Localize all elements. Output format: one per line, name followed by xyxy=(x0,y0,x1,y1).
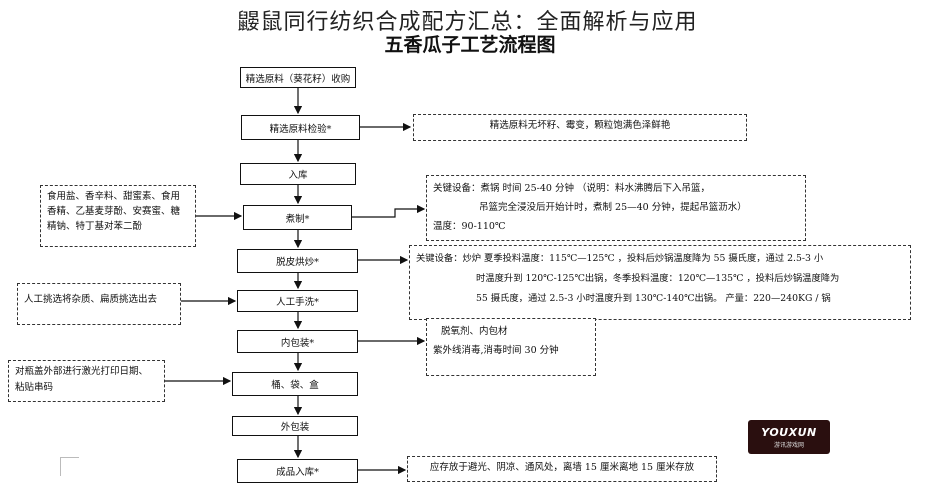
logo-tagline: 游讯游戏网 xyxy=(773,441,804,449)
side-arrow xyxy=(352,204,426,218)
step-outer-packing: 外包装 xyxy=(232,416,358,436)
note-ingredients: 食用盐、香辛料、甜蜜素、食用 香精、乙基麦芽酚、安赛蜜、糖 精钠、特丁基对苯二酚 xyxy=(40,185,196,247)
overlay-title: 鼹鼠同行纺织合成配方汇总：全面解析与应用 xyxy=(237,10,698,35)
note-roasting: 关键设备：炒炉 夏季投料温度：115℃—125℃ ，投料后炒锅温度降为 55 摄… xyxy=(409,245,911,320)
note-packing: 脱氧剂、内包材 紫外线消毒,消毒时间 30 分钟 xyxy=(426,318,596,376)
note-line: 关键设备：煮锅 时间 25-40 分钟 （说明：料水沸腾后下入吊篮， xyxy=(433,183,710,194)
step-cooking: 煮制* xyxy=(243,205,352,230)
note-line: 紫外线消毒,消毒时间 30 分钟 xyxy=(433,345,559,356)
note-cooking: 关键设备：煮锅 时间 25-40 分钟 （说明：料水沸腾后下入吊篮， 吊篮完全浸… xyxy=(426,175,806,241)
step-raw-material-inspection: 精选原料检验* xyxy=(241,115,360,140)
note-line: 脱氧剂、内包材 xyxy=(441,326,508,337)
note-line: 55 摄氏度，通过 2.5-3 小时温度升到 130℃-140℃出锅。 产量：2… xyxy=(476,293,831,304)
note-line: 对瓶盖外部进行激光打印日期、 xyxy=(15,366,149,377)
flowchart-title: 五香瓜子工艺流程图 xyxy=(384,34,556,56)
step-roasting: 脱皮烘炒* xyxy=(237,249,358,273)
step-finished-storage: 成品入库* xyxy=(237,459,358,483)
note-line: 食用盐、香辛料、甜蜜素、食用 xyxy=(47,191,181,202)
step-raw-material-purchase: 精选原料（葵花籽）收购 xyxy=(240,67,356,88)
step-containers: 桶、袋、盒 xyxy=(232,372,358,396)
step-storage-in: 入库 xyxy=(240,163,356,185)
corner-mark xyxy=(60,457,79,476)
note-line: 吊篮完全浸没后开始计时，煮制 25—40 分钟，提起吊篮沥水） xyxy=(479,202,747,213)
note-inspection: 精选原料无坏籽、霉变，颗粒饱满色泽鲜艳 xyxy=(413,114,747,141)
logo-name: YOUXUN xyxy=(761,425,817,439)
note-line: 精选原料无坏籽、霉变，颗粒饱满色泽鲜艳 xyxy=(489,120,671,131)
youxun-logo: YOUXUN 游讯游戏网 xyxy=(748,420,830,454)
note-printing: 对瓶盖外部进行激光打印日期、 粘贴串码 xyxy=(8,360,165,402)
note-line: 香精、乙基麦芽酚、安赛蜜、糖 xyxy=(47,206,181,217)
note-line: 精钠、特丁基对苯二酚 xyxy=(47,221,143,232)
note-line: 应存放于避光、阴凉、通风处，离墙 15 厘米离地 15 厘米存放 xyxy=(429,462,695,473)
note-line: 关键设备：炒炉 夏季投料温度：115℃—125℃ ，投料后炒锅温度降为 55 摄… xyxy=(416,253,824,264)
note-line: 人工挑选将杂质、扁质挑选出去 xyxy=(24,294,158,305)
note-washing: 人工挑选将杂质、扁质挑选出去 xyxy=(17,283,181,325)
note-line: 粘贴串码 xyxy=(15,382,54,393)
note-line: 时温度升到 120℃-125℃出锅，冬季投料温度：120℃—135℃ ，投料后炒… xyxy=(476,273,840,284)
step-inner-packing: 内包装* xyxy=(237,330,358,353)
step-hand-washing: 人工手洗* xyxy=(237,290,358,312)
note-storage: 应存放于避光、阴凉、通风处，离墙 15 厘米离地 15 厘米存放 xyxy=(407,456,717,482)
note-line: 温度：90-110℃ xyxy=(433,221,506,232)
